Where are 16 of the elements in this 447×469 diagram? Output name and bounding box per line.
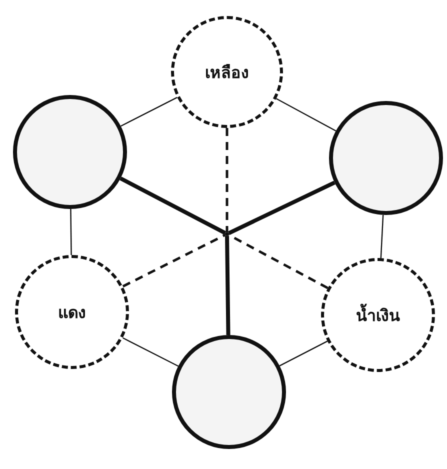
connector-line	[120, 176, 226, 235]
connector-line	[276, 98, 336, 132]
connector-line	[122, 337, 178, 367]
connector-line	[228, 180, 336, 235]
center-point	[225, 232, 229, 236]
dashed-line	[122, 234, 226, 288]
connector-line	[279, 340, 328, 366]
circle-label: เหลือง	[205, 62, 249, 84]
dashed-line	[228, 234, 328, 290]
connector-line	[120, 96, 178, 127]
connector-line	[380, 214, 384, 258]
circle-label: น้ำเงิน	[356, 302, 400, 326]
connector-line	[70, 208, 72, 256]
circle-label: แดง	[58, 302, 86, 324]
connector-line	[225, 236, 230, 336]
dashed-line	[226, 128, 228, 232]
